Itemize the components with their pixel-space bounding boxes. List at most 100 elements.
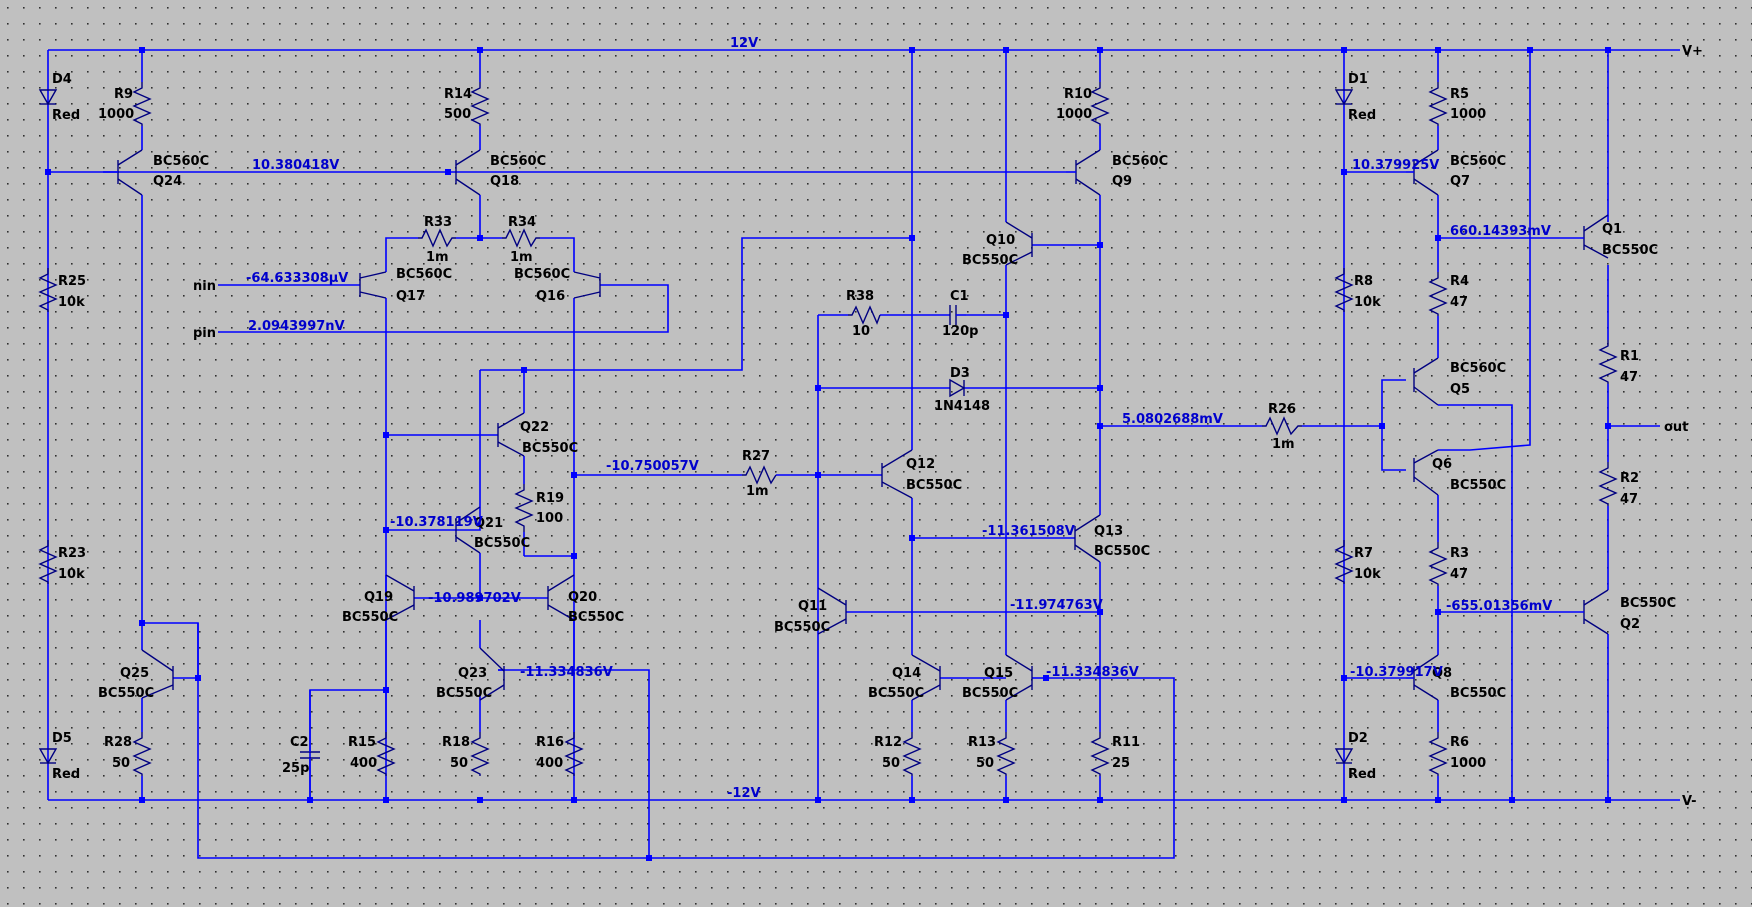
voltage-label: -11.334836V <box>1046 665 1139 680</box>
diode-symbols[interactable] <box>38 89 1354 765</box>
svg-text:400: 400 <box>350 756 377 771</box>
svg-text:Q13: Q13 <box>1094 524 1123 539</box>
wires[interactable] <box>47 49 1680 859</box>
svg-text:Q16: Q16 <box>536 289 565 304</box>
svg-text:1m: 1m <box>426 250 449 265</box>
svg-text:50: 50 <box>112 756 130 771</box>
voltage-annotations: 10.380418V 10.379925V 660.14393mV -64.63… <box>246 158 1552 680</box>
svg-text:1000: 1000 <box>1056 107 1092 122</box>
svg-text:50: 50 <box>882 756 900 771</box>
voltage-label: 10.379925V <box>1352 158 1439 173</box>
svg-text:Q1: Q1 <box>1602 222 1622 237</box>
svg-text:10: 10 <box>852 324 870 339</box>
svg-text:BC550C: BC550C <box>774 620 830 635</box>
svg-text:R8: R8 <box>1354 274 1373 289</box>
svg-text:1m: 1m <box>1272 437 1295 452</box>
svg-text:BC550C: BC550C <box>98 686 154 701</box>
svg-text:BC550C: BC550C <box>868 686 924 701</box>
svg-text:BC550C: BC550C <box>474 536 530 551</box>
svg-text:10k: 10k <box>1354 567 1381 582</box>
svg-text:Q10: Q10 <box>986 233 1015 248</box>
svg-text:R23: R23 <box>58 546 86 561</box>
svg-text:R11: R11 <box>1112 735 1140 750</box>
svg-text:D4: D4 <box>52 72 72 87</box>
junction-dots <box>45 47 1611 861</box>
voltage-label: 5.0802688mV <box>1122 412 1223 427</box>
svg-text:Q23: Q23 <box>458 666 487 681</box>
svg-text:BC550C: BC550C <box>1094 544 1150 559</box>
label-minus-12v: -12V <box>727 786 761 801</box>
svg-text:R18: R18 <box>442 735 470 750</box>
svg-text:Q25: Q25 <box>120 666 149 681</box>
svg-text:R14: R14 <box>444 87 472 102</box>
voltage-label: -655.01356mV <box>1446 599 1552 614</box>
svg-text:C1: C1 <box>950 289 969 304</box>
svg-text:10k: 10k <box>1354 295 1381 310</box>
svg-text:BC550C: BC550C <box>1620 596 1676 611</box>
svg-text:Q24: Q24 <box>153 174 182 189</box>
svg-text:R12: R12 <box>874 735 902 750</box>
svg-text:BC560C: BC560C <box>396 267 452 282</box>
svg-text:Q8: Q8 <box>1432 666 1452 681</box>
svg-text:R13: R13 <box>968 735 996 750</box>
svg-text:R10: R10 <box>1064 87 1092 102</box>
svg-text:BC560C: BC560C <box>1450 154 1506 169</box>
svg-text:BC560C: BC560C <box>1112 154 1168 169</box>
svg-text:R38: R38 <box>846 289 874 304</box>
svg-text:1N4148: 1N4148 <box>934 399 990 414</box>
svg-text:Q6: Q6 <box>1432 457 1452 472</box>
svg-text:BC550C: BC550C <box>1602 243 1658 258</box>
svg-text:1m: 1m <box>510 250 533 265</box>
svg-text:R16: R16 <box>536 735 564 750</box>
svg-text:Q18: Q18 <box>490 174 519 189</box>
svg-text:R4: R4 <box>1450 274 1469 289</box>
voltage-label: 10.380418V <box>252 158 339 173</box>
transistor-symbols[interactable] <box>103 149 1609 701</box>
label-12v: 12V <box>730 36 758 51</box>
svg-text:R7: R7 <box>1354 546 1373 561</box>
svg-text:25: 25 <box>1112 756 1130 771</box>
svg-text:R27: R27 <box>742 449 770 464</box>
svg-text:Q15: Q15 <box>984 666 1013 681</box>
svg-text:BC560C: BC560C <box>514 267 570 282</box>
svg-text:BC550C: BC550C <box>436 686 492 701</box>
svg-text:Red: Red <box>52 767 80 782</box>
svg-text:Q11: Q11 <box>798 599 827 614</box>
svg-text:1m: 1m <box>746 484 769 499</box>
svg-text:D1: D1 <box>1348 72 1368 87</box>
svg-text:400: 400 <box>536 756 563 771</box>
svg-text:C2: C2 <box>290 735 309 750</box>
svg-text:Q22: Q22 <box>520 420 549 435</box>
svg-text:Q17: Q17 <box>396 289 425 304</box>
svg-text:Q5: Q5 <box>1450 382 1470 397</box>
svg-text:100: 100 <box>536 511 563 526</box>
svg-text:Red: Red <box>1348 767 1376 782</box>
voltage-label: -11.334836V <box>520 665 613 680</box>
voltage-label: -10.378119V <box>390 515 483 530</box>
svg-text:Red: Red <box>1348 108 1376 123</box>
label-pin: pin <box>193 326 216 341</box>
svg-text:47: 47 <box>1620 370 1638 385</box>
svg-text:10k: 10k <box>58 295 85 310</box>
svg-text:Q2: Q2 <box>1620 617 1640 632</box>
svg-text:R9: R9 <box>114 87 133 102</box>
capacitor-symbols[interactable] <box>300 305 966 800</box>
svg-text:BC550C: BC550C <box>906 478 962 493</box>
resistor-symbols[interactable] <box>38 82 1618 776</box>
voltage-label: -11.361508V <box>982 524 1075 539</box>
svg-text:Q21: Q21 <box>474 516 503 531</box>
svg-text:R1: R1 <box>1620 349 1639 364</box>
svg-text:1000: 1000 <box>98 107 134 122</box>
svg-text:BC550C: BC550C <box>1450 478 1506 493</box>
svg-text:1000: 1000 <box>1450 756 1486 771</box>
svg-text:D3: D3 <box>950 366 970 381</box>
svg-text:D2: D2 <box>1348 731 1368 746</box>
svg-text:R6: R6 <box>1450 735 1469 750</box>
voltage-label: -10.379917V <box>1350 665 1443 680</box>
svg-text:BC560C: BC560C <box>153 154 209 169</box>
svg-text:R26: R26 <box>1268 402 1296 417</box>
svg-text:Q7: Q7 <box>1450 174 1470 189</box>
svg-text:R2: R2 <box>1620 471 1639 486</box>
